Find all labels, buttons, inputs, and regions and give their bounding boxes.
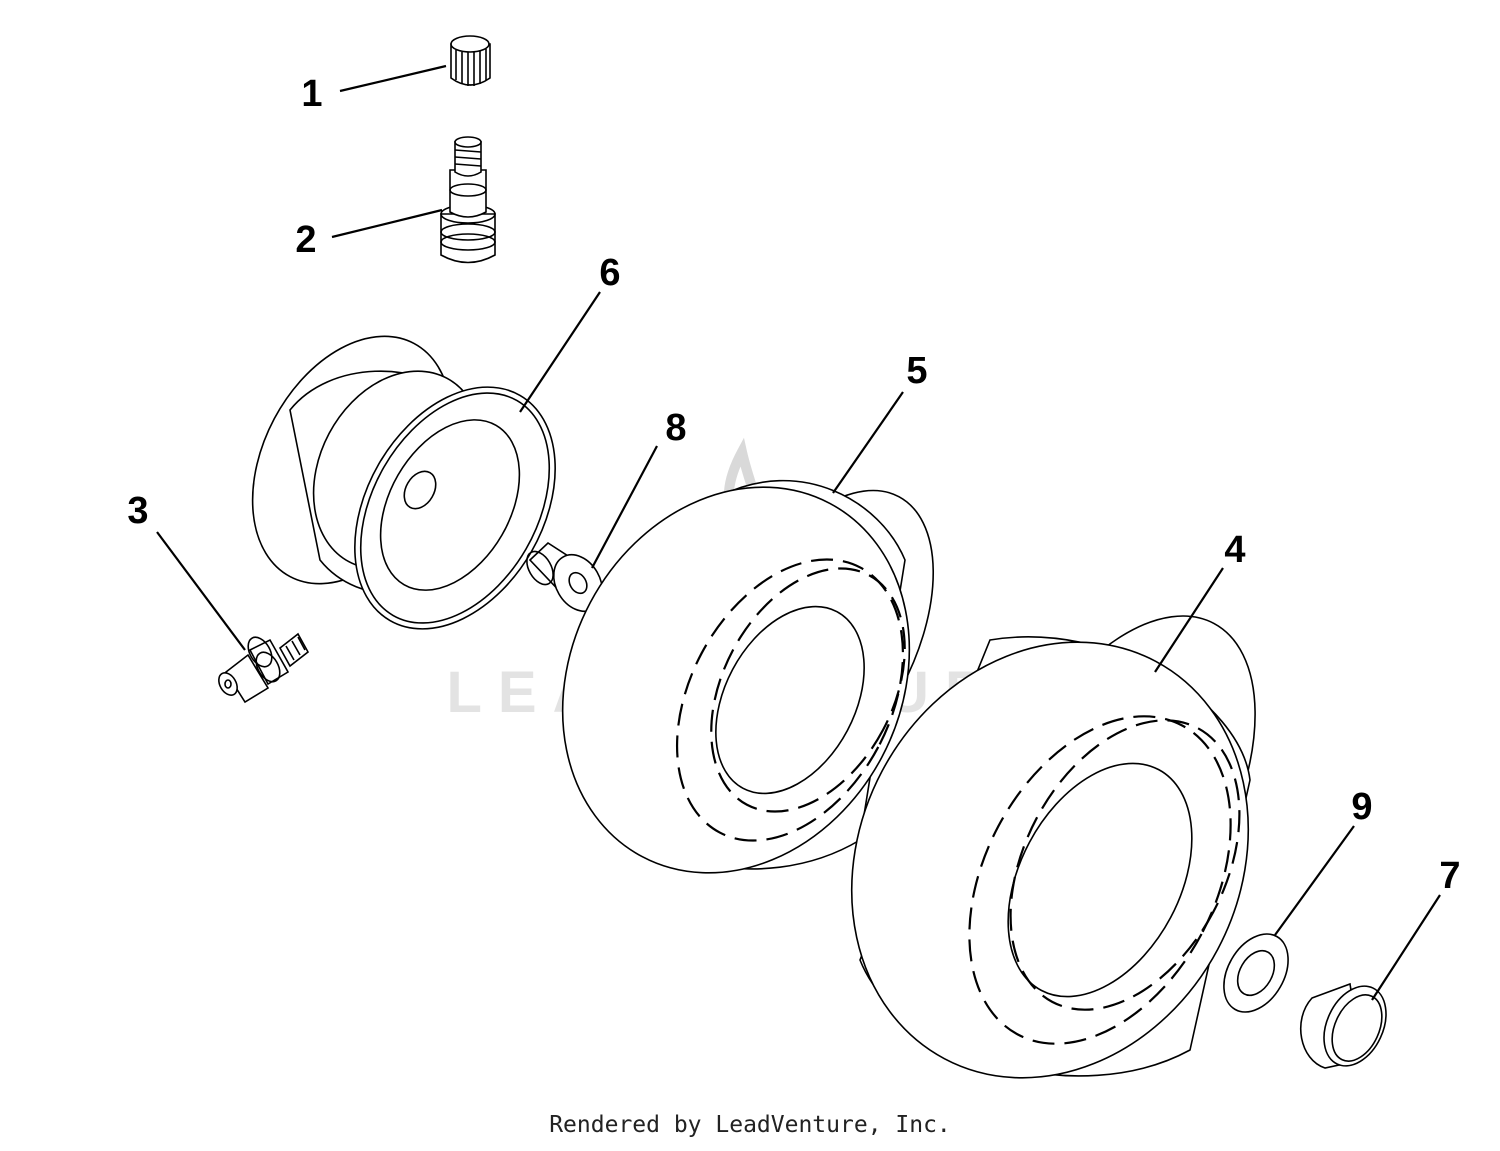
callout-6[interactable]: 6 [599, 252, 620, 294]
render-credit: Rendered by LeadVenture, Inc. [549, 1112, 951, 1138]
callout-8[interactable]: 8 [665, 407, 686, 449]
callout-9[interactable]: 9 [1351, 786, 1372, 828]
leader-1 [339, 64, 447, 93]
callout-3[interactable]: 3 [127, 490, 148, 532]
leader-6 [519, 291, 601, 413]
leader-7 [1371, 894, 1441, 1001]
part-1-valve-cap[interactable] [450, 35, 491, 86]
leader-2 [331, 208, 443, 239]
part-4-tire[interactable] [777, 572, 1324, 1148]
leader-9 [1274, 825, 1355, 936]
callout-4[interactable]: 4 [1224, 529, 1245, 571]
part-3-grease-fitting[interactable] [215, 632, 310, 704]
leader-8 [591, 445, 658, 569]
callout-5[interactable]: 5 [906, 350, 927, 392]
leader-5 [832, 391, 904, 494]
part-5-tire[interactable] [496, 426, 980, 934]
part-9-washer[interactable] [1211, 923, 1301, 1024]
part-2-valve-stem[interactable] [440, 136, 496, 264]
leader-4 [1154, 567, 1224, 673]
callouts: 1 2 3 4 5 6 7 8 9 [127, 73, 1460, 897]
callout-7[interactable]: 7 [1439, 855, 1460, 897]
leader-3 [156, 531, 246, 651]
leader-lines [156, 64, 1441, 1001]
part-7-hub-cap[interactable] [1299, 976, 1398, 1076]
callout-2[interactable]: 2 [295, 219, 316, 261]
callout-1[interactable]: 1 [301, 73, 322, 115]
part-6-wheel-rim[interactable] [212, 302, 596, 664]
